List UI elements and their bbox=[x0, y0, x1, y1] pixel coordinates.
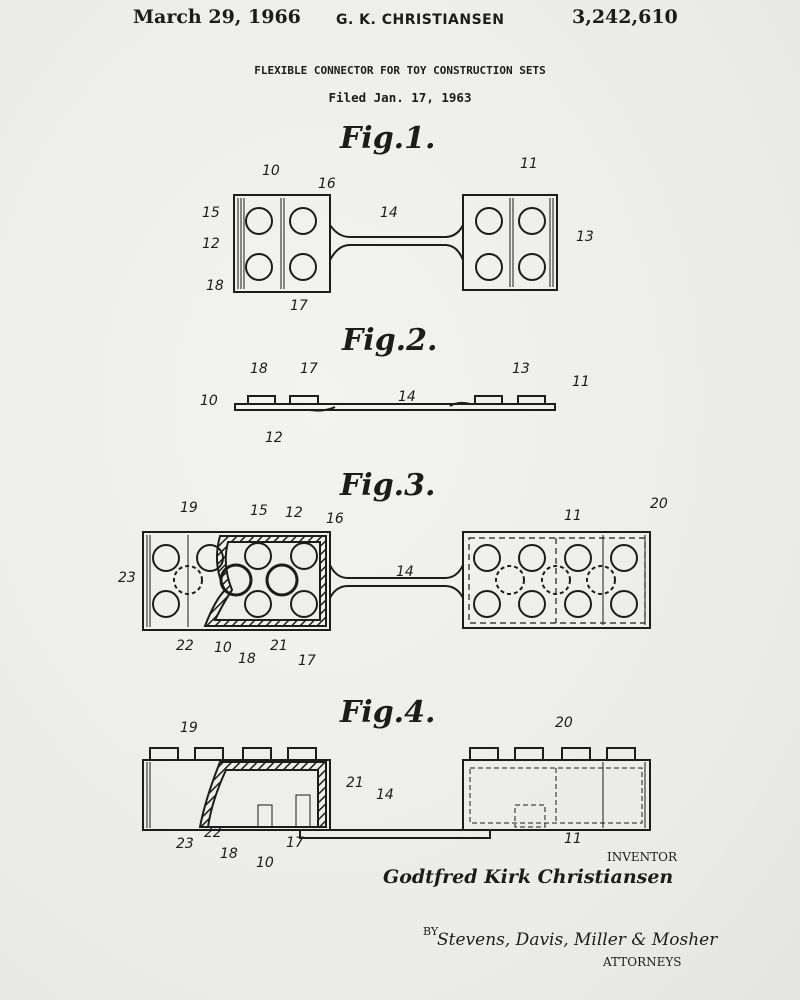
patent-date: March 29, 1966 bbox=[133, 6, 301, 28]
attorneys-label: ATTORNEYS bbox=[603, 955, 682, 969]
reference-numeral: 10 bbox=[256, 855, 274, 871]
reference-numeral: 14 bbox=[380, 205, 398, 221]
reference-numeral: 20 bbox=[650, 496, 668, 512]
reference-numeral: 14 bbox=[376, 787, 394, 803]
reference-numeral: 19 bbox=[180, 720, 198, 736]
fig-3-title: Fig.3. bbox=[339, 468, 435, 503]
reference-numeral: 11 bbox=[564, 831, 582, 847]
reference-numeral: 23 bbox=[118, 570, 136, 586]
inventor-label: INVENTOR bbox=[607, 850, 678, 864]
reference-numeral: 11 bbox=[520, 156, 538, 172]
reference-numeral: 13 bbox=[512, 361, 530, 377]
reference-numeral: 10 bbox=[262, 163, 280, 179]
fig-1-drawing bbox=[233, 194, 558, 293]
reference-numeral: 12 bbox=[265, 430, 283, 446]
fig-4-drawing bbox=[142, 747, 651, 839]
reference-numeral: 18 bbox=[206, 278, 224, 294]
patent-number: 3,242,610 bbox=[572, 6, 678, 28]
fig-4-title: Fig.4. bbox=[339, 695, 435, 730]
reference-numeral: 19 bbox=[180, 500, 198, 516]
reference-numeral: 13 bbox=[576, 229, 594, 245]
inventor-signature: Godtfred Kirk Christiansen bbox=[383, 866, 674, 888]
reference-numeral: 20 bbox=[555, 715, 573, 731]
reference-numeral: 22 bbox=[176, 638, 194, 654]
reference-numeral: 16 bbox=[318, 176, 336, 192]
reference-numeral: 18 bbox=[220, 846, 238, 862]
reference-numeral: 14 bbox=[398, 389, 416, 405]
attorneys-signature: Stevens, Davis, Miller & Mosher bbox=[437, 930, 718, 950]
reference-numeral: 21 bbox=[270, 638, 288, 654]
reference-numeral: 15 bbox=[202, 205, 220, 221]
reference-numeral: 17 bbox=[286, 835, 304, 851]
reference-numeral: 15 bbox=[250, 503, 268, 519]
reference-numeral: 14 bbox=[396, 564, 414, 580]
reference-numeral: 18 bbox=[250, 361, 268, 377]
reference-numeral: 17 bbox=[290, 298, 308, 314]
fig-2-title: Fig.2. bbox=[341, 323, 437, 358]
inventor-header: G. K. CHRISTIANSEN bbox=[336, 12, 505, 28]
fig-1-title: Fig.1. bbox=[339, 121, 435, 156]
reference-numeral: 17 bbox=[300, 361, 318, 377]
reference-numeral: 23 bbox=[176, 836, 194, 852]
reference-numeral: 16 bbox=[326, 511, 344, 527]
reference-numeral: 10 bbox=[200, 393, 218, 409]
reference-numeral: 12 bbox=[202, 236, 220, 252]
reference-numeral: 21 bbox=[346, 775, 364, 791]
reference-numeral: 10 bbox=[214, 640, 232, 656]
patent-title: FLEXIBLE CONNECTOR FOR TOY CONSTRUCTION … bbox=[254, 64, 546, 77]
fig-3-drawing bbox=[142, 531, 651, 631]
reference-numeral: 22 bbox=[204, 825, 222, 841]
reference-numeral: 11 bbox=[564, 508, 582, 524]
reference-numeral: 17 bbox=[298, 653, 316, 669]
reference-numeral: 12 bbox=[285, 505, 303, 521]
fig-2-drawing bbox=[234, 395, 556, 412]
reference-numeral: 18 bbox=[238, 651, 256, 667]
by-label: BY bbox=[423, 925, 439, 938]
reference-numeral: 11 bbox=[572, 374, 590, 390]
filed-date: Filed Jan. 17, 1963 bbox=[328, 90, 472, 105]
